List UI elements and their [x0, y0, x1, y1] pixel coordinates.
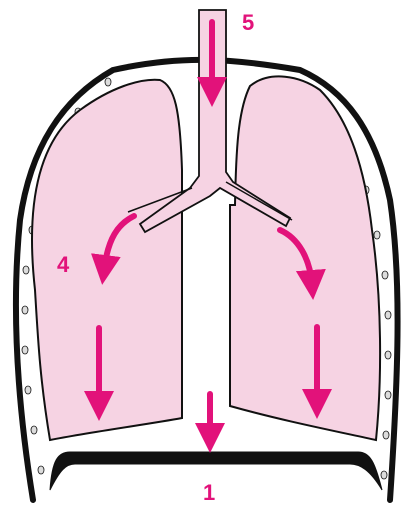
label-step-4: 4 [57, 252, 70, 277]
label-step-5: 5 [242, 10, 254, 35]
label-step-1: 1 [203, 480, 215, 505]
diaphragm [50, 452, 382, 490]
